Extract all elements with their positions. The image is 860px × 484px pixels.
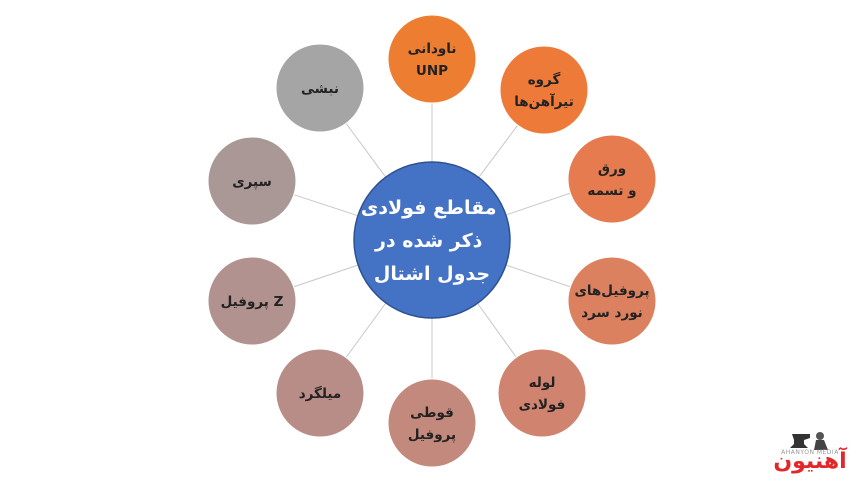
- node-circle-sheet-strip: [567, 134, 657, 224]
- node-label-line: پروفیل Z: [221, 294, 284, 310]
- node-label-line: قوطی: [410, 405, 454, 421]
- node-z-profile: پروفیل Z: [207, 256, 297, 346]
- node-label-beam-group: گروه تیرآهن‌ها: [514, 71, 574, 110]
- node-label-z-profile: پروفیل Z: [221, 294, 284, 310]
- node-label-line: گروه: [528, 71, 561, 88]
- node-unp: ناودانی UNP: [387, 14, 477, 104]
- brand-logo: آهنیون AHANYON MEDIA: [773, 432, 847, 474]
- node-circle-rebar: [275, 348, 365, 438]
- node-circle-beam-group: [499, 45, 589, 135]
- node-label-spry: سپری: [232, 174, 272, 190]
- node-label-line: ورق: [598, 161, 626, 177]
- node-circle-steel-pipe: [497, 348, 587, 438]
- node-label-line: تیرآهن‌ها: [514, 93, 574, 110]
- center-line-3: جدول اشتال: [374, 263, 490, 285]
- node-label-line: نورد سرد: [581, 305, 643, 321]
- node-circle-box-profile: [387, 378, 477, 468]
- node-label-line: پروفیل: [408, 427, 456, 443]
- node-label-line: ناودانی: [408, 41, 457, 57]
- node-label-steel-pipe: لوله فولادی: [519, 375, 566, 413]
- node-label-angle: نبشی: [301, 81, 339, 97]
- node-circle-spry: [207, 136, 297, 226]
- center-line-1: مقاطع فولادی: [361, 197, 497, 219]
- node-label-sheet-strip: ورق و تسمه: [587, 161, 636, 199]
- node-label-rebar: میلگرد: [299, 385, 342, 402]
- node-layer: ناودانی UNP گروه تیرآهن‌ها ورق و تسمه پروفیل‌ه…: [207, 14, 657, 468]
- node-box-profile: قوطی پروفیل: [387, 378, 477, 468]
- logo-subtext: AHANYON MEDIA: [781, 449, 839, 456]
- node-label-line: لوله: [529, 375, 556, 391]
- node-label-line: میلگرد: [299, 385, 342, 402]
- node-label-line: پروفیل‌های: [574, 283, 649, 299]
- node-angle: نبشی: [275, 43, 365, 133]
- node-circle-z-profile: [207, 256, 297, 346]
- node-label-unp: ناودانی UNP: [408, 41, 457, 79]
- node-label-line: و تسمه: [587, 183, 636, 199]
- node-label-line: نبشی: [301, 81, 339, 97]
- node-label-line: فولادی: [519, 397, 566, 413]
- svg-text:مقاطع فولادی ذکر شده در: مقاطع فولادی ذکر شده در جدول اشتال: [361, 197, 503, 285]
- node-circle-unp: [387, 14, 477, 104]
- logo-text: آهنیون: [773, 446, 847, 474]
- node-cold-roll-profiles: پروفیل‌های نورد سرد: [567, 256, 657, 346]
- node-steel-pipe: لوله فولادی: [497, 348, 587, 438]
- node-rebar: میلگرد: [275, 348, 365, 438]
- node-circle-cold-roll-profiles: [567, 256, 657, 346]
- node-label-line: UNP: [416, 63, 448, 79]
- center-node: مقاطع فولادی ذکر شده در جدول اشتال: [353, 161, 511, 319]
- node-circle-angle: [275, 43, 365, 133]
- node-beam-group: گروه تیرآهن‌ها: [499, 45, 589, 135]
- node-label-line: سپری: [232, 174, 272, 190]
- center-circle: [353, 161, 511, 319]
- node-spry: سپری: [207, 136, 297, 226]
- node-label-cold-roll-profiles: پروفیل‌های نورد سرد: [574, 283, 649, 321]
- anvil-icon: [790, 432, 828, 450]
- node-label-box-profile: قوطی پروفیل: [408, 405, 456, 443]
- node-sheet-strip: ورق و تسمه: [567, 134, 657, 224]
- center-line-2: ذکر شده در: [374, 230, 483, 252]
